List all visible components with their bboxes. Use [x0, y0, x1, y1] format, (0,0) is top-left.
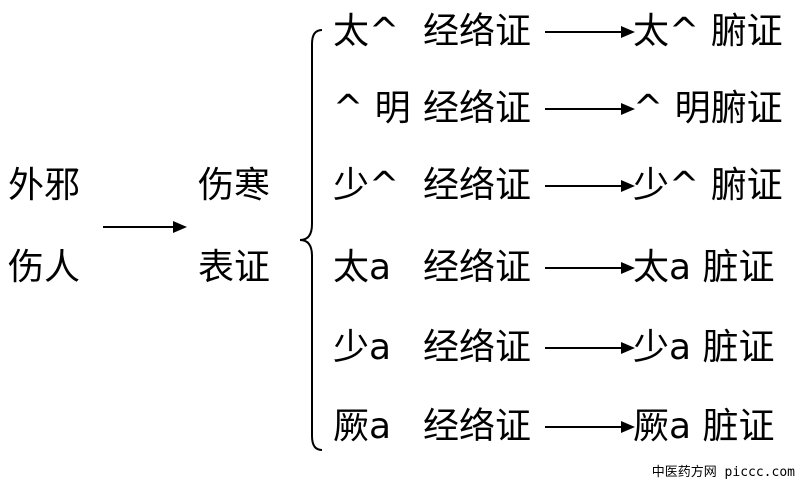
syndrome-line1: 伤寒 — [198, 165, 271, 206]
row-prefix: ^ 明 — [333, 88, 411, 129]
row-prefix: 少^ — [333, 165, 400, 206]
row-target: 太a 脏证 — [633, 247, 775, 288]
row-target: 少a 脏证 — [633, 327, 775, 368]
main-arrow — [103, 221, 187, 233]
channel-row-taiyin: 太a 经络证 太a 脏证 — [333, 248, 803, 288]
left-brace — [299, 29, 323, 451]
row-prefix: 少a — [333, 327, 392, 368]
row-target: 太^ 腑证 — [633, 11, 783, 52]
channel-row-jueyin: 厥a 经络证 厥a 脏证 — [333, 407, 803, 447]
row-target: 少^ 腑证 — [633, 165, 783, 206]
row-source: 经络证 — [423, 327, 532, 368]
channel-row-shaoyin: 少a 经络证 少a 脏证 — [333, 328, 803, 368]
row-arrow — [545, 262, 635, 274]
channel-row-shaoyang: 少^ 经络证 少^ 腑证 — [333, 166, 803, 206]
channel-row-taiyang: 太^ 经络证 太^ 腑证 — [333, 12, 803, 52]
row-arrow — [545, 180, 635, 192]
row-prefix: 厥a — [333, 406, 392, 447]
row-source: 经络证 — [423, 247, 532, 288]
row-arrow — [545, 103, 635, 115]
row-source: 经络证 — [423, 88, 532, 129]
row-prefix: 太^ — [333, 11, 400, 52]
row-target: 厥a 脏证 — [633, 406, 775, 447]
syndrome-line2: 表证 — [198, 247, 271, 288]
row-arrow — [545, 26, 635, 38]
watermark: 中医药方网 piccc.com — [651, 465, 795, 480]
cause-line1: 外邪 — [8, 165, 81, 206]
row-source: 经络证 — [423, 11, 532, 52]
row-prefix: 太a — [333, 247, 392, 288]
row-arrow — [545, 342, 635, 354]
row-source: 经络证 — [423, 165, 532, 206]
row-target: ^ 明腑证 — [633, 88, 783, 129]
channel-row-yangming: ^ 明 经络证 ^ 明腑证 — [333, 89, 803, 129]
row-source: 经络证 — [423, 406, 532, 447]
cause-line2: 伤人 — [8, 247, 81, 288]
row-arrow — [545, 421, 635, 433]
